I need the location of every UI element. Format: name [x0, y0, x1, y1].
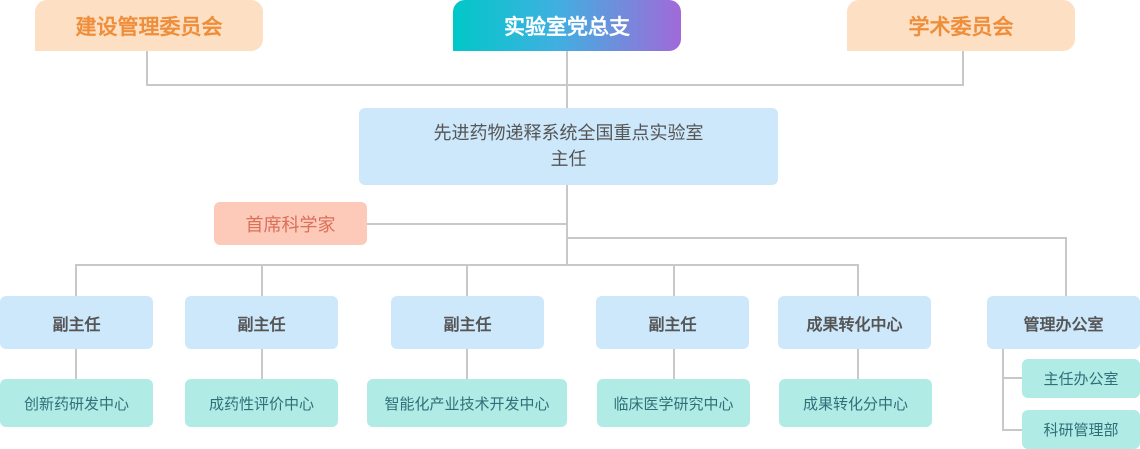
party-branch-label: 实验室党总支 [504, 14, 630, 39]
connector-dept4-down [673, 264, 675, 296]
center-4-label: 临床医学研究中心 [613, 394, 734, 413]
academic-committee-box: 学术委员会 [847, 0, 1075, 51]
dept-head-5-label: 成果转化中心 [806, 314, 903, 334]
admin-office-head: 管理办公室 [987, 296, 1140, 349]
dept-head-1: 副主任 [0, 296, 153, 349]
admin-office-1: 主任办公室 [1022, 359, 1140, 398]
dept-head-2-label: 副主任 [237, 314, 286, 334]
connector-director-trunk [566, 184, 568, 265]
connector-academic-down [962, 50, 964, 86]
connector-party-to-director [566, 50, 568, 108]
director-box: 先进药物递释系统全国重点实验室 主任 [359, 108, 778, 185]
center-3-label: 智能化产业技术开发中心 [384, 394, 550, 413]
connector-dept5-down [857, 264, 859, 296]
connector-admin-down [1065, 237, 1067, 297]
connector-center1 [75, 348, 77, 380]
admin-office-1-label: 主任办公室 [1043, 370, 1119, 388]
center-3: 智能化产业技术开发中心 [367, 379, 567, 427]
connector-center5 [857, 348, 859, 380]
dept-head-3-label: 副主任 [443, 314, 492, 334]
center-5: 成果转化分中心 [779, 379, 932, 427]
connector-admin-horizontal [566, 237, 1066, 239]
admin-office-2: 科研管理部 [1022, 410, 1140, 449]
dept-head-4: 副主任 [596, 296, 749, 349]
connector-construction-down [146, 50, 148, 86]
director-line1: 先进药物递释系统全国重点实验室 [433, 122, 704, 144]
connector-dept2-down [261, 264, 263, 296]
construction-committee-box: 建设管理委员会 [35, 0, 263, 51]
center-4: 临床医学研究中心 [597, 379, 750, 427]
dept-head-1-label: 副主任 [52, 314, 101, 334]
construction-committee-label: 建设管理委员会 [75, 14, 223, 39]
center-2: 成药性评价中心 [185, 379, 338, 427]
chief-scientist-box: 首席科学家 [214, 202, 367, 245]
academic-committee-label: 学术委员会 [908, 14, 1014, 39]
connector-center4 [673, 348, 675, 380]
center-2-label: 成药性评价中心 [208, 394, 314, 413]
connector-admin-offices-vertical [1002, 348, 1004, 430]
connector-center2 [261, 348, 263, 380]
connector-chief-scientist [366, 223, 567, 225]
connector-office1 [1002, 377, 1024, 379]
connector-office2 [1002, 429, 1024, 431]
dept-head-4-label: 副主任 [648, 314, 697, 334]
chief-scientist-label: 首席科学家 [245, 214, 336, 236]
dept-head-5: 成果转化中心 [778, 296, 931, 349]
dept-head-3: 副主任 [391, 296, 544, 349]
admin-office-2-label: 科研管理部 [1043, 421, 1119, 439]
center-1: 创新药研发中心 [0, 379, 153, 427]
party-branch-box: 实验室党总支 [453, 0, 681, 51]
director-line2: 主任 [550, 148, 587, 170]
connector-top-horizontal [146, 84, 964, 86]
connector-dept3-down [466, 264, 468, 296]
dept-head-2: 副主任 [185, 296, 338, 349]
admin-office-head-label: 管理办公室 [1023, 314, 1104, 334]
connector-center3 [466, 348, 468, 380]
connector-dept1-down [75, 264, 77, 296]
center-5-label: 成果转化分中心 [802, 394, 908, 413]
center-1-label: 创新药研发中心 [23, 394, 129, 413]
